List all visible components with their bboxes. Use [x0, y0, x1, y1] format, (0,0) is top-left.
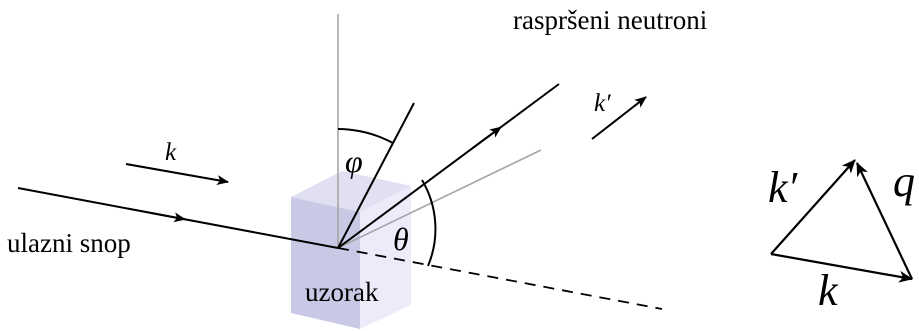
cube-front-face	[291, 197, 360, 329]
vector-triangle: k′ q k	[768, 157, 915, 315]
k-prime-direction-arrow	[591, 96, 647, 140]
triangle-k-prime-symbol: k′	[768, 163, 799, 212]
theta-angle-arc	[421, 179, 437, 267]
incoming-beam-arrow	[149, 211, 186, 223]
triangle-q-symbol: q	[893, 157, 915, 206]
triangle-k-symbol: k	[818, 266, 839, 315]
plane-reference-line	[337, 149, 542, 249]
k-direction-arrow	[125, 163, 229, 186]
phi-symbol: φ	[345, 143, 363, 179]
triangle-k-vector	[770, 252, 913, 283]
scattered-beam-arrow	[471, 126, 502, 150]
k-symbol: k	[165, 139, 177, 166]
phi-angle-arc	[337, 128, 394, 144]
incoming-beam-label: ulazni snop	[7, 228, 131, 258]
transmitted-beam-dashed-line	[337, 247, 663, 310]
projection-line	[337, 102, 415, 249]
scattered-neutrons-label: raspršeni neutroni	[513, 5, 707, 35]
cube-top-face	[291, 171, 411, 212]
k-prime-symbol: k′	[594, 90, 611, 117]
scattered-beam-line	[337, 83, 560, 249]
triangle-k-prime-vector	[770, 159, 856, 255]
triangle-q-vector	[856, 162, 913, 280]
sample-label: uzorak	[305, 277, 379, 307]
theta-symbol: θ	[393, 221, 409, 257]
